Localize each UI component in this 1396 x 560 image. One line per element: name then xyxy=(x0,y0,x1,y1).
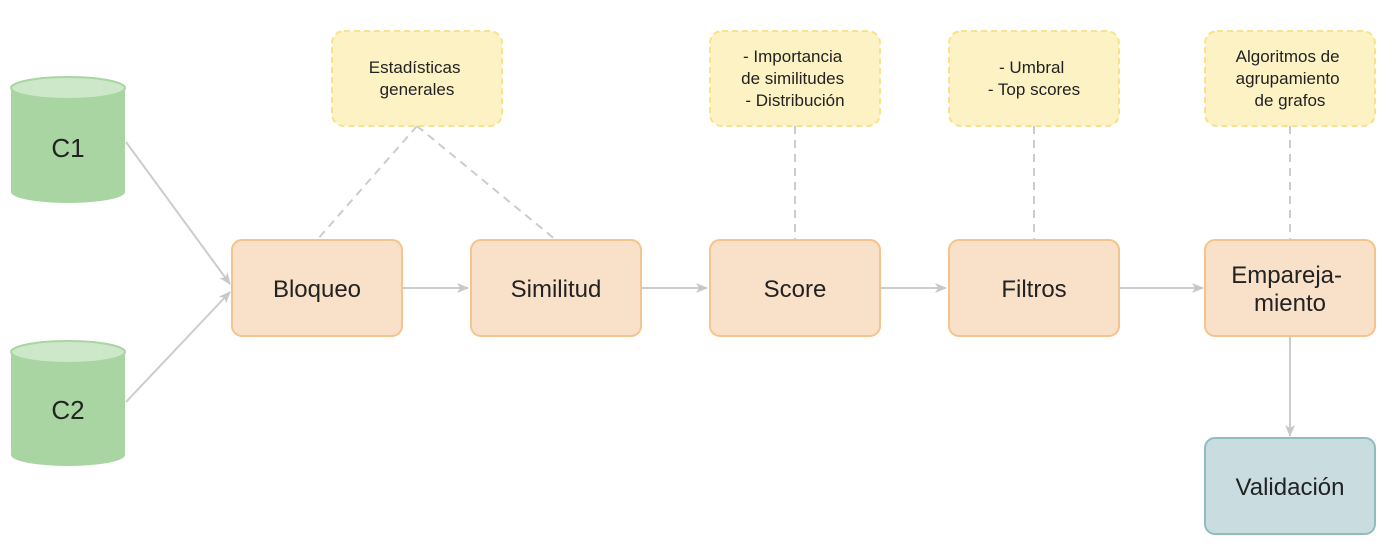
database-c2-top xyxy=(10,340,126,364)
step-similitud: Similitud xyxy=(470,239,642,337)
database-c1-label: C1 xyxy=(51,133,84,163)
database-c1-top xyxy=(10,76,126,100)
step-emparejamiento-line-2: miento xyxy=(1254,290,1326,317)
note-estadisticas-text: Estadísticas generales xyxy=(369,58,465,99)
step-validacion-box xyxy=(1204,437,1376,535)
note-importancia-box xyxy=(709,30,881,127)
step-similitud-box xyxy=(470,239,642,337)
note-importancia-text: - Importancia de similitudes - Distribuc… xyxy=(741,47,849,110)
database-c2-body xyxy=(11,352,125,466)
step-score-box xyxy=(709,239,881,337)
note-importancia: - Importancia de similitudes - Distribuc… xyxy=(709,30,881,127)
note-importancia-line-1: - Importancia xyxy=(743,47,843,66)
note-algoritmos-box xyxy=(1204,30,1376,127)
step-filtros-box xyxy=(948,239,1120,337)
step-emparejamiento-label: Empareja- miento xyxy=(1231,262,1348,317)
dashed-estadisticas-similitud xyxy=(416,125,557,241)
note-umbral-text: - Umbral - Top scores xyxy=(988,58,1080,99)
step-emparejamiento-line-1: Empareja- xyxy=(1231,262,1342,289)
step-score-label: Score xyxy=(764,276,827,303)
step-bloqueo: Bloqueo xyxy=(231,239,403,337)
database-c1: C1 xyxy=(10,76,126,203)
step-score: Score xyxy=(709,239,881,337)
note-estadisticas: Estadísticas generales xyxy=(331,30,503,127)
step-emparejamiento-box xyxy=(1204,239,1376,337)
note-estadisticas-box xyxy=(331,30,503,127)
step-validacion: Validación xyxy=(1204,437,1376,535)
database-c2-label: C2 xyxy=(51,395,84,425)
note-algoritmos-text: Algoritmos de agrupamiento de grafos xyxy=(1236,47,1345,110)
database-c1-body xyxy=(11,88,125,203)
note-umbral-box xyxy=(948,30,1120,127)
connectors xyxy=(125,125,1295,437)
note-umbral: - Umbral - Top scores xyxy=(948,30,1120,127)
database-c2: C2 xyxy=(10,340,126,466)
edge-c1-bloqueo xyxy=(125,141,231,285)
note-estadisticas-line-1: Estadísticas xyxy=(369,58,461,77)
note-algoritmos: Algoritmos de agrupamiento de grafos xyxy=(1204,30,1376,127)
note-umbral-line-2: - Top scores xyxy=(988,80,1080,99)
step-emparejamiento: Empareja- miento xyxy=(1204,239,1376,337)
note-estadisticas-line-2: generales xyxy=(380,80,455,99)
step-similitud-label: Similitud xyxy=(511,276,602,303)
note-algoritmos-line-3: de grafos xyxy=(1255,91,1326,110)
step-validacion-label: Validación xyxy=(1236,474,1345,501)
step-bloqueo-box xyxy=(231,239,403,337)
step-bloqueo-label: Bloqueo xyxy=(273,276,361,303)
note-importancia-line-3: - Distribución xyxy=(745,91,844,110)
edge-c2-bloqueo xyxy=(125,291,231,403)
note-algoritmos-line-2: agrupamiento xyxy=(1236,69,1340,88)
dashed-estadisticas-bloqueo xyxy=(316,125,418,241)
note-algoritmos-line-1: Algoritmos de xyxy=(1236,47,1340,66)
note-importancia-line-2: de similitudes xyxy=(741,69,844,88)
step-filtros-label: Filtros xyxy=(1001,276,1066,303)
note-umbral-line-1: - Umbral xyxy=(999,58,1064,77)
step-filtros: Filtros xyxy=(948,239,1120,337)
